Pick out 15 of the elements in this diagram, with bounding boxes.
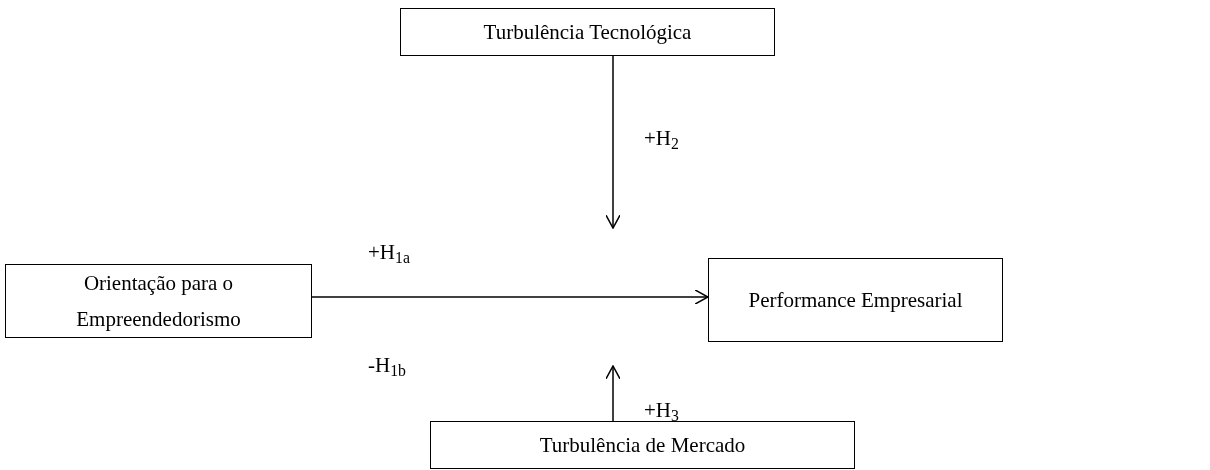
node-label: Orientação para o Empreendedorismo: [75, 270, 242, 333]
text-box: [400, 8, 775, 56]
text-box: [5, 264, 312, 338]
text-box: [708, 258, 1003, 342]
arrow: [311, 289, 709, 305]
node-label: Performance Empresarial: [748, 287, 963, 314]
edge-label: +H$_{1a}$: [368, 242, 410, 263]
node-label: Turbulência Tecnológica: [483, 19, 692, 46]
edge-label: +H$_{3}$: [644, 400, 679, 421]
node-label: Turbulência de Mercado: [539, 432, 746, 459]
arrow: [605, 365, 621, 422]
arrow: [605, 55, 621, 229]
text-box: [430, 421, 855, 469]
edge-label: +H$_{2}$: [644, 128, 679, 149]
hypothesis-label: -H$_{1b}$: [368, 355, 406, 376]
